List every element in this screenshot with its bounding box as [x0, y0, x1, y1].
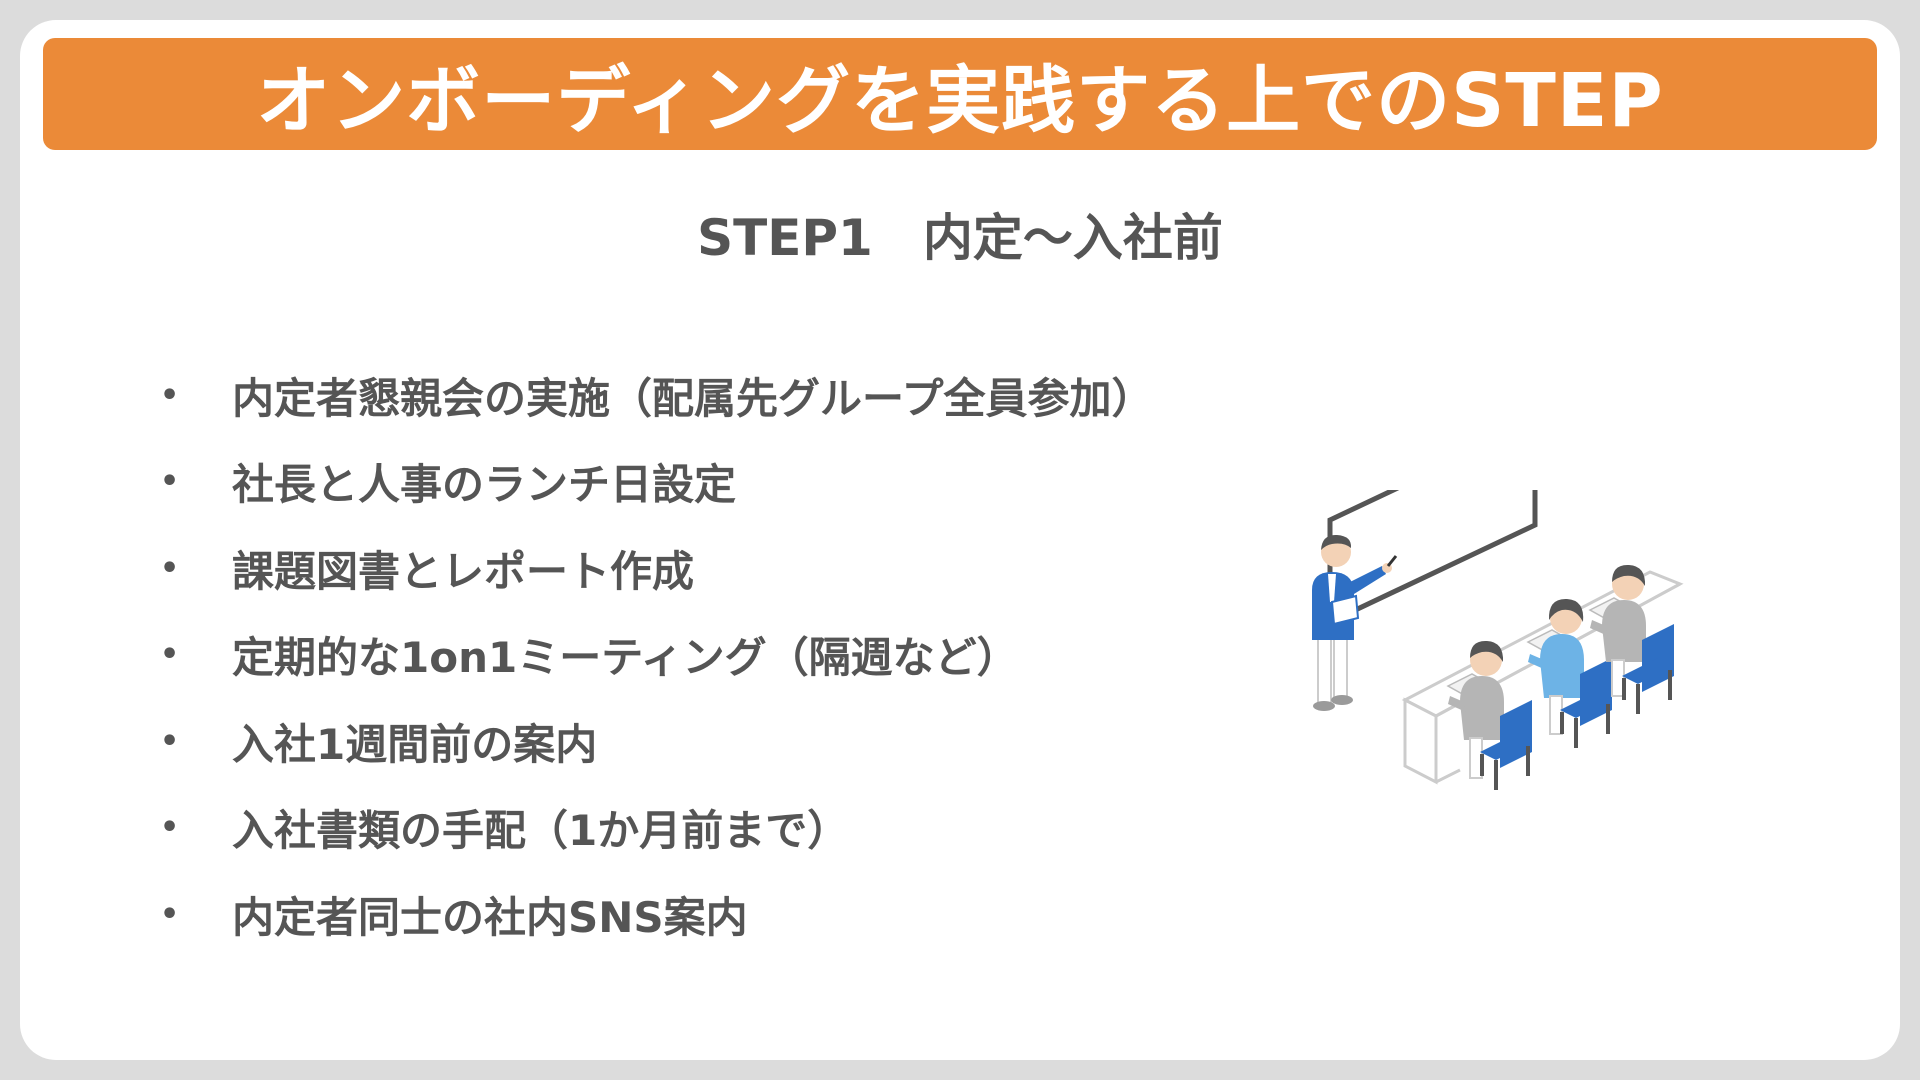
slide: オンボーディングを実践する上でのSTEP STEP1 内定〜入社前 • 内定者懇親… — [20, 20, 1900, 1060]
bullet-icon: • — [160, 637, 180, 673]
student-figure-icon — [1528, 598, 1584, 735]
list-item: • 入社1週間前の案内 — [160, 698, 1153, 785]
list-item-text: 入社1週間前の案内 — [232, 719, 598, 769]
list-item: • 定期的な1on1ミーティング（隔週など） — [160, 612, 1153, 699]
bullet-icon: • — [160, 377, 180, 413]
bullet-icon: • — [160, 810, 180, 846]
student-figure-icon — [1448, 640, 1504, 779]
list-item-text: 入社書類の手配（1か月前まで） — [232, 806, 850, 856]
list-item: • 内定者同士の社内SNS案内 — [160, 871, 1153, 958]
list-item: • 入社書類の手配（1か月前まで） — [160, 785, 1153, 872]
list-item: • 社長と人事のランチ日設定 — [160, 439, 1153, 526]
whiteboard-icon — [1327, 490, 1538, 626]
chair-icon — [1622, 624, 1674, 714]
chair-icon — [1560, 658, 1612, 748]
bullet-icon: • — [160, 550, 180, 586]
seminar-classroom-illustration — [1312, 490, 1684, 790]
list-item-text: 内定者同士の社内SNS案内 — [232, 892, 748, 942]
teacher-figure-icon — [1312, 534, 1398, 711]
title-bar: オンボーディングを実践する上でのSTEP — [43, 38, 1877, 150]
bullet-icon: • — [160, 896, 180, 932]
bullet-list: • 内定者懇親会の実施（配属先グループ全員参加） • 社長と人事のランチ日設定 • 課… — [160, 352, 1153, 958]
list-item: • 内定者懇親会の実施（配属先グループ全員参加） — [160, 352, 1153, 439]
list-item: • 課題図書とレポート作成 — [160, 525, 1153, 612]
list-item-text: 課題図書とレポート作成 — [232, 546, 695, 596]
chair-icon — [1480, 700, 1532, 790]
slide-title: オンボーディングを実践する上でのSTEP — [256, 57, 1664, 144]
bullet-icon: • — [160, 464, 180, 500]
list-item-text: 定期的な1on1ミーティング（隔週など） — [232, 633, 1019, 683]
list-item-text: 内定者懇親会の実施（配属先グループ全員参加） — [232, 373, 1154, 423]
student-figure-icon — [1590, 564, 1646, 697]
step-heading: STEP1 内定〜入社前 — [697, 209, 1223, 267]
list-item-text: 社長と人事のランチ日設定 — [232, 460, 737, 510]
bullet-icon: • — [160, 723, 180, 759]
